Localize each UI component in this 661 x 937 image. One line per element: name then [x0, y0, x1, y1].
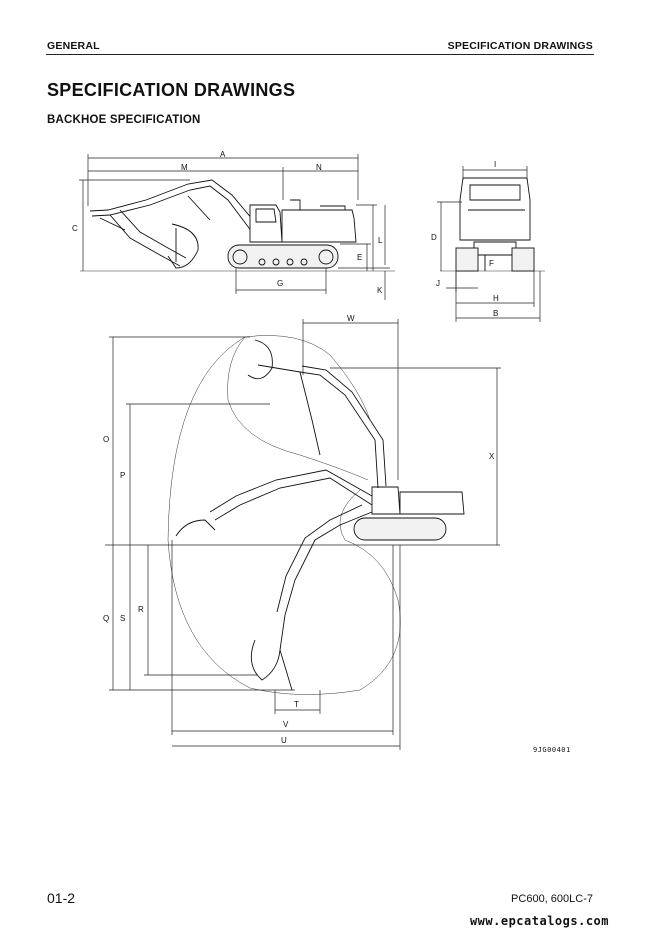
working-range-drawing: W X O P Q S R T V U: [103, 314, 501, 750]
dim-label-k: K: [377, 286, 383, 295]
dim-label-t: T: [294, 700, 299, 709]
header-section: GENERAL: [47, 40, 100, 52]
dim-label-h: H: [493, 294, 499, 303]
dim-label-i: I: [494, 160, 496, 169]
model-name: PC600, 600LC-7: [511, 893, 593, 905]
dim-label-v: V: [283, 720, 289, 729]
page-title: SPECIFICATION DRAWINGS: [47, 80, 296, 100]
dim-label-l: L: [378, 236, 383, 245]
header-chapter: SPECIFICATION DRAWINGS: [447, 40, 593, 52]
dim-label-f: F: [489, 259, 494, 268]
dim-label-u: U: [281, 736, 287, 745]
dim-label-o: O: [103, 435, 109, 444]
dim-label-c: C: [72, 224, 78, 233]
dim-label-q: Q: [103, 614, 109, 623]
dim-label-n: N: [316, 163, 322, 172]
page-number: 01-2: [47, 890, 76, 906]
figure-code: 9JG00401: [533, 746, 571, 754]
dim-label-b: B: [493, 309, 498, 318]
dim-label-d: D: [431, 233, 437, 242]
dim-label-m: M: [181, 163, 188, 172]
front-view-drawing: I D F J H B: [431, 160, 545, 322]
dim-label-p: P: [120, 471, 125, 480]
section-subtitle: BACKHOE SPECIFICATION: [47, 114, 201, 126]
dim-label-j: J: [436, 279, 440, 288]
dim-label-r: R: [138, 605, 144, 614]
header-rule: [46, 54, 594, 55]
dim-label-a: A: [220, 150, 226, 159]
dim-label-w: W: [347, 314, 355, 323]
side-view-drawing: A M N C L E K G: [72, 150, 395, 300]
dim-label-g: G: [277, 279, 283, 288]
watermark-text: www.epcatalogs.com: [469, 914, 609, 928]
dim-label-x: X: [489, 452, 495, 461]
dim-label-e: E: [357, 253, 362, 262]
dim-label-s: S: [120, 614, 125, 623]
